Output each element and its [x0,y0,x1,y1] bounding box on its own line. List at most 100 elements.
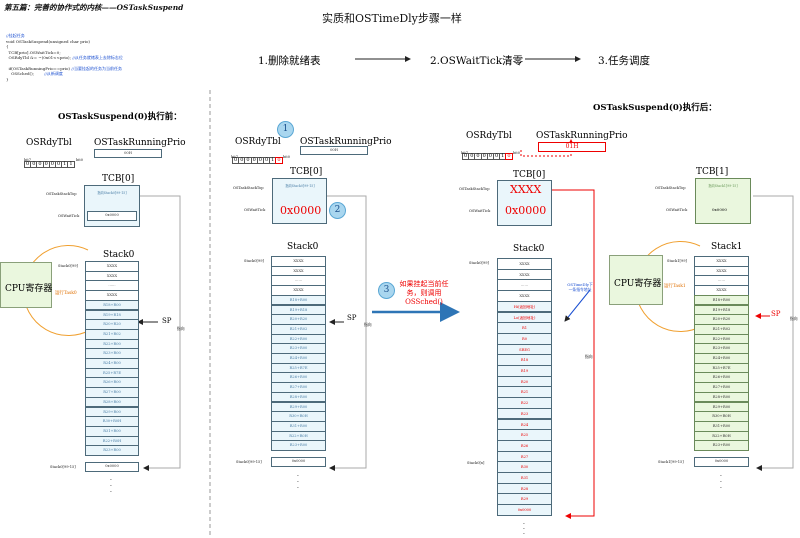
stacktop-label: OSTaskStackTop [46,192,77,196]
tcb-waittick-value-right: 0x0000 [505,204,547,217]
stack-title: Stack0 [103,250,135,260]
sp-label-mid: SP [347,314,357,322]
tcb-box-right [497,180,552,226]
bit-cleared: 0 [505,153,513,160]
run-task-label: 运行Task0 [55,291,77,296]
stack-top-index: Stack0[99] [58,264,78,268]
running-prio-label-right: OSTaskRunningPrio [536,131,628,141]
code-line: } [6,76,9,82]
cpu-register-box-right [609,255,663,305]
stack-bottom-index-mid: Stack0[99-15] [236,460,262,464]
tcb-waittick-value: 0x0000 [87,211,137,221]
waittick-label: OSWaitTick [58,214,80,218]
stacktop-label-mid: OSTaskStackTop [233,186,264,190]
stack1-title: Stack1 [711,242,743,252]
sp-label: SP [162,317,172,325]
rdytbl-label: OSRdyTbl [26,138,72,148]
stack-top-index-right: Stack0[99] [469,261,489,265]
step-2: 2.OSWaitTick清零 [430,55,524,67]
tcb1-waittick-value: 0x0000 [712,207,727,212]
page-title: 第五篇：完善的协作式的内核——OSTaskSuspend [4,3,184,12]
bit0-label: bit0 [513,151,520,155]
continuation-dots: · · · [110,477,112,496]
stack1-bottom-index: Stack1[99-15] [658,460,684,464]
tcb-stacktop-value: 指向Stack0[99-15] [97,191,127,195]
right-heading: OSTaskSuspend(0)执行后： [593,103,717,113]
stack-cell: 0x0000 [497,504,552,516]
code-comment: //从新调度 [34,71,63,77]
stack1-bottom-value: 0x0000 [694,457,749,467]
tcb-title-right: TCB[0] [513,170,546,180]
step-number-2: 2 [329,202,346,219]
tcb-box-mid [272,178,327,224]
continuation-dots: · · · [297,473,299,492]
bit-cleared: 0 [275,157,283,164]
code-line: OSRdyTbl &= ~(0x01<<prio); [6,55,73,61]
stack-bottom-value-mid: 0x0000 [271,457,326,467]
cpu-register-label-right: CPU寄存器 [614,279,662,289]
running-prio-value-right: 01H [538,142,606,152]
stack-cell: R23+R00 [85,445,139,456]
return-address-note: OSTimeDly下一条指令地址 [567,282,593,292]
bit7-label: bit7 [461,151,468,155]
waittick-label-mid: OSWaitTick [244,208,266,212]
running-prio-value: 00H [94,149,162,158]
code-line: void OSTaskSuspend(unsigned char prio) [6,38,90,44]
pointer-label: 指向 [177,326,185,331]
cpu-register-label: CPU寄存器 [5,284,53,294]
code-comment: //从任务就绪表上去除标志位 [72,55,123,61]
code-comment: //当要挂起的任务为当前任务 [71,65,122,71]
step-number-1: 1 [277,121,294,138]
rdytbl-label-right: OSRdyTbl [466,131,512,141]
step-3: 3.任务调度 [598,55,651,67]
tcb1-box [695,178,751,224]
running-prio-value-mid: 00H [300,146,368,155]
pointer-label-far: 指向 [790,316,798,321]
step-1: 1.删除就绪表 [258,55,321,67]
stack-top-index-mid: Stack0[99] [244,259,264,263]
run-task1-label: 运行Task1 [664,284,686,289]
stack-cell: R23+R00 [271,440,326,451]
sp-label-right: SP [771,310,781,318]
rdytbl-label-mid: OSRdyTbl [235,137,281,147]
tcb1-stacktop-label: OSTaskStackTop [655,186,686,190]
bit7-label: bit7 [231,155,238,159]
tcb-stacktop-value-mid: 指向Stack0[99-15] [285,184,315,188]
tcb1-title: TCB[1] [696,167,729,177]
stack-bottom-index: Stack0[99-15] [50,465,76,469]
running-prio-label: OSTaskRunningPrio [94,138,186,148]
bit: 1 [67,161,75,168]
tcb-stacktop-value-right: XXXX [510,183,542,196]
stack-cell: R23+R00 [694,440,749,451]
tcb-waittick-value-mid: 0x0000 [280,204,322,217]
tcb-title: TCB[0] [102,174,135,184]
stack-title-mid: Stack0 [287,242,319,252]
code-snippet: //挂起任务 void OSTaskSuspend(unsigned char … [6,28,123,82]
header-subtitle: 实质和OSTimeDly步骤一样 [322,12,462,25]
step-number-3: 3 [378,282,395,299]
pointer-label-right: 指向 [585,354,593,359]
cpu-register-box [0,262,52,308]
bit7-label: bit7 [24,158,31,162]
continuation-dots: · · · [720,473,722,492]
pointer-label-mid: 指向 [364,322,372,327]
code-line: TCB[prio].OSWaitTick=0; [6,49,61,55]
stack-title-right: Stack0 [513,244,545,254]
tcb1-waittick-label: OSWaitTick [666,208,688,212]
code-line: OSSched(); [6,71,34,77]
stack1-top-index: Stack1[99] [667,259,687,263]
left-heading: OSTaskSuspend(0)执行前： [58,112,182,122]
waittick-label-right: OSWaitTick [469,209,491,213]
bit0-label: bit0 [76,158,83,162]
suspend-note: 如果挂起当前任务，则调用OSSched() [399,280,449,306]
bit0-label: bit0 [283,155,290,159]
continuation-dots: · · · [523,521,525,538]
running-prio-label-mid: OSTaskRunningPrio [300,137,392,147]
code-line: if(OSTaskRunningPrio==prio) [6,65,72,71]
stack-x-index: Stack0[x] [467,461,485,465]
tcb-title-mid: TCB[0] [290,167,323,177]
stacktop-label-right: OSTaskStackTop [459,187,490,191]
